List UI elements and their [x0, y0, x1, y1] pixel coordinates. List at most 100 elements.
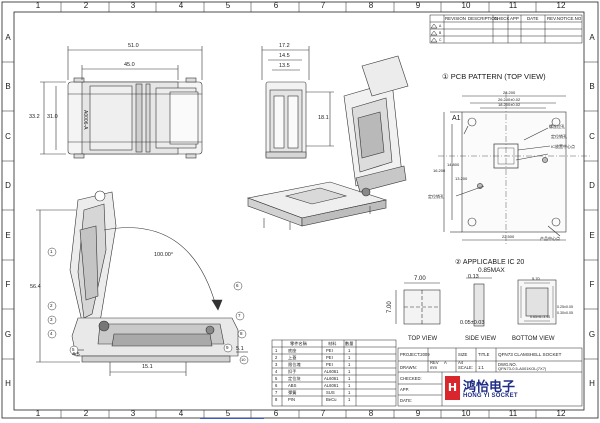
callout-6: 6	[236, 283, 239, 288]
parts-row-8-qty: 1	[348, 397, 351, 402]
parts-header-name: 零件名稱	[290, 341, 307, 346]
pcb-note-pin-hole-1: 定位销孔	[551, 134, 567, 139]
callout-10: 10	[241, 357, 246, 362]
zone-col-7-bottom: 7	[320, 409, 326, 418]
rev-header-revision: REVISION	[445, 16, 466, 21]
zone-row-f-right: F	[589, 280, 595, 289]
parts-row-3-qty: 1	[348, 362, 351, 367]
parts-row-3-no: 3	[275, 362, 278, 367]
zone-row-e-right: E	[589, 231, 595, 240]
zone-col-8: 8	[368, 1, 374, 10]
rev-header-notice: REV.NOTICE.NO	[547, 16, 582, 21]
parts-row-5-no: 5	[275, 376, 278, 381]
parts-row-6-name: ABS	[288, 383, 297, 388]
pcb-note-pin-hole-2: 定位销孔	[428, 194, 444, 199]
parts-row-5-mat: AL6061	[324, 376, 339, 381]
pcb-left-dim-1: 16.200	[433, 168, 446, 173]
ic-dim-lead-1: 0.25±0.05	[557, 305, 573, 309]
zone-row-h: H	[5, 379, 11, 388]
pcb-pattern-title: ① PCB PATTERN (TOP VIEW)	[442, 72, 546, 81]
rev-header-check: CHECK	[494, 16, 510, 21]
dim-17-2: 17.2	[279, 43, 290, 49]
ic-top-view-label: TOP VIEW	[408, 336, 438, 342]
parts-row-4-name: 扣手	[288, 369, 297, 374]
pcb-left-dim-2: 14.800	[447, 162, 460, 167]
pcb-a1-label: A1	[452, 115, 461, 122]
rev-header-app: APP	[510, 16, 519, 21]
ic-dim-standoff: 0.05±0.03	[460, 320, 485, 326]
pcb-left-dim-3: 13.200	[455, 176, 468, 181]
parts-header-material: 材料	[328, 341, 337, 346]
parts-row-3-mat: PEI	[326, 362, 333, 367]
callout-7: 7	[238, 313, 241, 318]
company-name: 鸿怡电子	[463, 380, 516, 395]
zone-col-9-bottom: 9	[415, 409, 421, 418]
parts-row-6-mat: AL6061	[324, 383, 339, 388]
parts-row-2-mat: PEI	[326, 355, 333, 360]
zone-col-3-bottom: 3	[130, 409, 136, 418]
pcb-bottom-dim: 22.500	[502, 234, 515, 239]
zone-col-12-bottom: 12	[556, 409, 566, 418]
applicable-ic-title: ② APPLICABLE IC 20	[455, 259, 525, 266]
parts-row-4-mat: AL6061	[324, 369, 339, 374]
zone-ticks	[2, 2, 598, 418]
iso-socket	[246, 55, 409, 230]
parts-row-8-no: 8	[275, 397, 278, 402]
title-block-grid	[397, 347, 583, 407]
zone-col-4: 4	[178, 1, 184, 10]
zone-col-11-bottom: 11	[508, 409, 518, 418]
callout-5: 5	[72, 347, 75, 352]
ic-dim-thickness: 0.13	[468, 274, 479, 280]
bottom-link-underline	[200, 418, 264, 419]
zone-col-6: 6	[273, 1, 279, 10]
zone-col-5-bottom: 5	[225, 409, 231, 418]
zone-col-3: 3	[130, 1, 136, 10]
company-logo-icon	[445, 376, 460, 400]
callout-9: 9	[226, 345, 229, 350]
zone-row-a-right: A	[589, 33, 595, 42]
ic-dim-height: 7.00	[387, 301, 393, 313]
ic-views	[395, 277, 557, 327]
zone-col-8-bottom: 8	[368, 409, 374, 418]
parts-header-qty: 數量	[345, 341, 354, 346]
app-label: APP.	[400, 387, 410, 392]
zone-col-10: 10	[461, 1, 471, 10]
parts-row-5-name: 定位块	[288, 376, 301, 381]
ic-dim-pad: 5.70	[532, 276, 540, 281]
dim-5-1: 5.1	[236, 346, 244, 352]
zone-row-c-right: C	[589, 132, 595, 141]
zone-col-5: 5	[225, 1, 231, 10]
zone-row-d-right: D	[589, 181, 595, 190]
pcb-note-product-center: 产品中心点	[540, 236, 560, 241]
parts-row-1-mat: PEI	[326, 348, 333, 353]
rev-row-b: B	[439, 31, 442, 35]
ic-dim-width: 7.00	[414, 276, 426, 282]
dwg-value: QFN73-0.5-A001KOL(7X7)	[498, 366, 547, 371]
parts-row-5-qty: 1	[348, 376, 351, 381]
project-value: PROJECT:2009	[400, 352, 430, 357]
rev-header-date: DATE	[527, 16, 539, 21]
dim-13-5: 13.5	[279, 63, 290, 69]
callout-4: 4	[50, 331, 53, 336]
parts-row-4-qty: 1	[348, 369, 351, 374]
callout-1: 1	[50, 249, 53, 254]
dim-45: 45.0	[124, 62, 135, 68]
parts-row-4-no: 4	[275, 369, 278, 374]
front-view	[40, 46, 203, 159]
zone-col-1: 1	[35, 1, 41, 10]
zone-row-a: A	[5, 33, 11, 42]
size-label: SIZE	[458, 352, 468, 357]
unit-label: mm	[430, 365, 437, 370]
title-label: TITLE	[478, 352, 490, 357]
parts-row-2-no: 2	[275, 355, 278, 360]
callout-balloons	[47, 247, 249, 365]
parts-row-1-qty: 1	[348, 348, 351, 353]
rev-value: A	[444, 360, 447, 365]
rev-header-description: DESCRIPTION	[468, 16, 499, 21]
callout-2: 2	[50, 303, 53, 308]
parts-row-8-name: PIN	[288, 397, 295, 402]
dim-4-5: 4.5	[72, 352, 80, 358]
dim-15-1: 15.1	[142, 364, 153, 370]
drawn-label: DRAWN:	[400, 365, 417, 370]
